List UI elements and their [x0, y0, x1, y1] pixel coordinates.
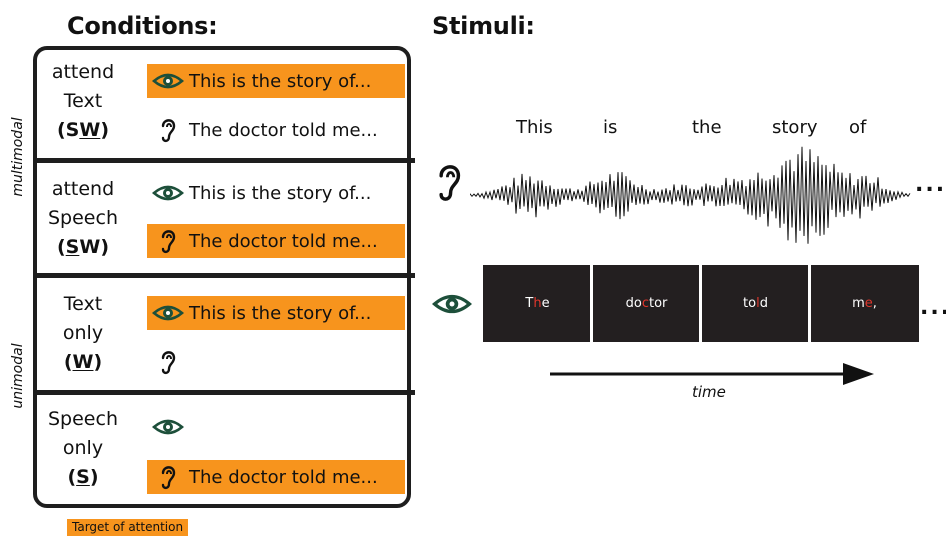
condition-divider: [33, 390, 415, 395]
speech-word: the: [692, 117, 722, 138]
speech-stream: The doctor told me...: [147, 113, 405, 147]
speech-word: This: [516, 117, 553, 138]
time-label: time: [692, 383, 726, 401]
silent-speech-stream: [147, 345, 405, 379]
frame-gap: [590, 265, 593, 342]
time-arrow: [550, 363, 874, 385]
eye-icon: [147, 304, 189, 322]
eye-icon: [147, 72, 189, 90]
ellipsis: ...: [915, 172, 946, 197]
eye-icon: [432, 292, 472, 320]
condition-label-attend-text: attend Text (SW): [51, 61, 115, 141]
group-divider: [33, 273, 415, 278]
attended-speech-stream: The doctor told me...: [147, 224, 405, 258]
speech-word: is: [603, 117, 618, 138]
multimodal-label: multimodal: [10, 117, 26, 197]
ear-icon: [147, 348, 189, 376]
blank-text-stream: [147, 410, 405, 444]
ellipsis: ...: [920, 295, 946, 320]
condition-label-attend-speech: attend Speech (SW): [48, 178, 118, 258]
speech-word: story: [772, 117, 818, 138]
ear-icon: [147, 463, 189, 491]
attended-text-stream: This is the story of...: [147, 296, 405, 330]
attended-speech-stream: The doctor told me...: [147, 460, 405, 494]
ear-icon: [147, 227, 189, 255]
speech-word: of: [849, 117, 867, 138]
condition-label-speech-only: Speech only (S): [48, 408, 118, 488]
legend-target-of-attention: Target of attention: [67, 519, 189, 536]
text-stream: This is the story of...: [147, 176, 405, 210]
ear-icon: [147, 116, 189, 144]
speech-waveform: [470, 146, 911, 244]
eye-icon: [147, 184, 189, 202]
ear-icon: [434, 160, 464, 208]
unimodal-label: unimodal: [10, 343, 26, 409]
stimuli-heading: Stimuli:: [432, 12, 535, 40]
frame-gap: [808, 265, 811, 342]
condition-label-text-only: Text only (W): [62, 293, 104, 373]
condition-divider: [33, 158, 415, 163]
attended-text-stream: This is the story of...: [147, 64, 405, 98]
eye-icon: [147, 418, 189, 436]
conditions-heading: Conditions:: [67, 12, 218, 40]
frame-gap: [699, 265, 702, 342]
